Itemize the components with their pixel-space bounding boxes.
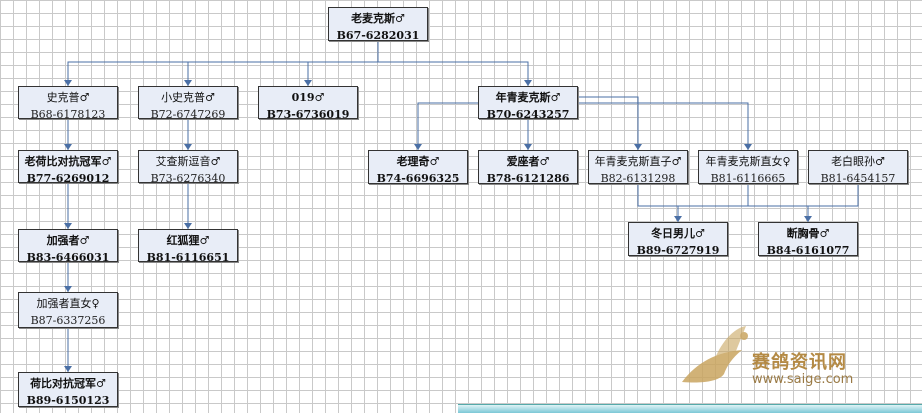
node-name: 加强者♂ xyxy=(46,234,90,247)
node-name: 小史克普♂ xyxy=(161,91,215,104)
node-code: B73-6276340 xyxy=(150,172,226,185)
node-code: B82-6131298 xyxy=(600,172,676,185)
node-name: 荷比对抗冠军♂ xyxy=(30,377,106,390)
node-name: 019♂ xyxy=(291,91,325,104)
node-name: 史克普♂ xyxy=(46,91,90,104)
node-name: 加强者直女♀ xyxy=(36,297,100,310)
node-name: 艾查斯逗音♂ xyxy=(155,155,221,168)
node-lao-max[interactable]: 老麦克斯♂ B67-6282031 xyxy=(328,7,428,42)
node-code: B81-6116665 xyxy=(710,172,786,185)
node-name: 老理奇♂ xyxy=(396,155,440,168)
node-young-max-son[interactable]: 年青麦克斯直子♂ B82-6131298 xyxy=(588,150,688,185)
node-laoliqi[interactable]: 老理奇♂ B74-6696325 xyxy=(368,150,468,185)
node-code: B70-6243257 xyxy=(486,108,570,121)
node-code: B78-6121286 xyxy=(486,172,570,185)
node-jiaqiang[interactable]: 加强者♂ B83-6466031 xyxy=(18,229,118,264)
node-winter-boy[interactable]: 冬日男儿♂ B89-6727919 xyxy=(628,222,728,257)
node-code: B68-6178123 xyxy=(30,108,106,121)
node-code: B89-6150123 xyxy=(26,394,110,407)
node-broken-bone[interactable]: 断胸骨♂ B84-6161077 xyxy=(758,222,858,257)
node-019[interactable]: 019♂ B73-6736019 xyxy=(258,86,358,121)
node-name: 老麦克斯♂ xyxy=(351,12,405,25)
node-code: B73-6736019 xyxy=(266,108,350,121)
node-code: B72-6747269 xyxy=(150,108,226,121)
bottom-scrollbar[interactable] xyxy=(458,404,922,413)
node-young-max-daughter[interactable]: 年青麦克斯直女♀ B81-6116665 xyxy=(698,150,798,185)
node-code: B74-6696325 xyxy=(376,172,460,185)
node-old-helbi[interactable]: 老荷比对抗冠军♂ B77-6269012 xyxy=(18,150,118,185)
node-name: 老荷比对抗冠军♂ xyxy=(24,155,112,168)
node-jiaqiang-daughter[interactable]: 加强者直女♀ B87-6337256 xyxy=(18,292,118,328)
node-red-fox[interactable]: 红狐狸♂ B81-6116651 xyxy=(138,229,238,264)
node-code: B81-6454157 xyxy=(820,172,896,185)
node-code: B67-6282031 xyxy=(336,29,420,42)
node-aichasi[interactable]: 艾查斯逗音♂ B73-6276340 xyxy=(138,150,238,185)
node-xiaoshikepu[interactable]: 小史克普♂ B72-6747269 xyxy=(138,86,238,121)
node-young-max[interactable]: 年青麦克斯♂ B70-6243257 xyxy=(478,86,578,121)
node-code: B83-6466031 xyxy=(26,251,110,264)
watermark-url: www.saige.com xyxy=(752,372,854,387)
node-helbi-champ[interactable]: 荷比对抗冠军♂ B89-6150123 xyxy=(18,372,118,407)
node-old-white-eye[interactable]: 老白眼孙♂ B81-6454157 xyxy=(808,150,908,185)
watermark-title: 赛鸽资讯网 xyxy=(752,352,847,373)
node-code: B77-6269012 xyxy=(26,172,110,185)
node-name: 爱座者♂ xyxy=(506,155,550,168)
node-name: 断胸骨♂ xyxy=(786,227,830,240)
node-code: B81-6116651 xyxy=(146,251,230,264)
node-code: B84-6161077 xyxy=(766,244,850,257)
node-name: 年青麦克斯直女♀ xyxy=(705,155,791,168)
pigeon-logo-icon xyxy=(682,326,748,383)
node-name: 红狐狸♂ xyxy=(166,234,210,247)
node-code: B87-6337256 xyxy=(30,314,106,327)
node-name: 年青麦克斯直子♂ xyxy=(594,155,682,168)
node-code: B89-6727919 xyxy=(636,244,720,257)
node-aizuozhe[interactable]: 爱座者♂ B78-6121286 xyxy=(478,150,578,185)
node-shikepu[interactable]: 史克普♂ B68-6178123 xyxy=(18,86,118,121)
node-name: 老白眼孙♂ xyxy=(831,155,885,168)
node-name: 冬日男儿♂ xyxy=(651,227,705,240)
node-name: 年青麦克斯♂ xyxy=(495,91,561,104)
